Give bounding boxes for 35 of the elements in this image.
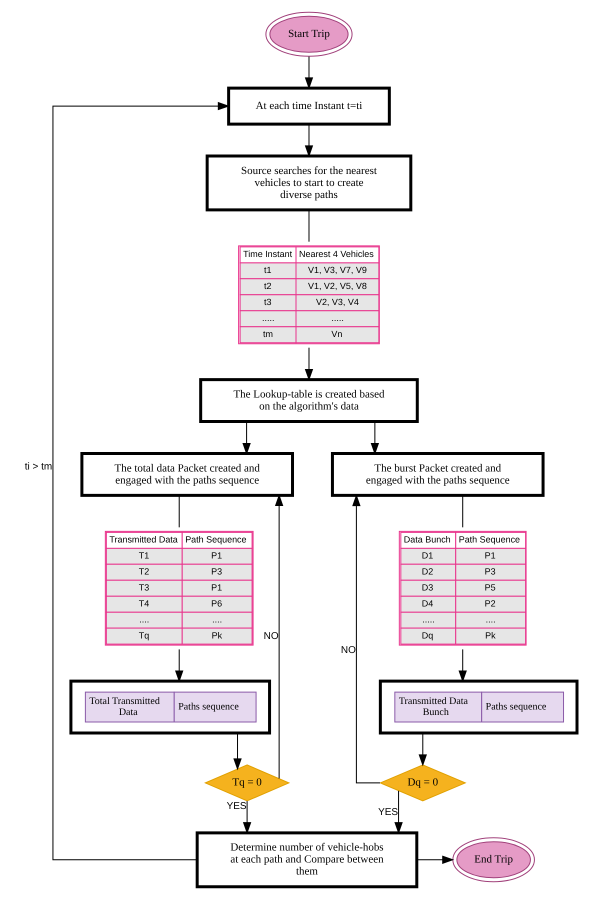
edge-label: YES bbox=[378, 806, 398, 818]
node-box: Source searches for the nearest vehicles to start to create diverse paths bbox=[205, 154, 412, 212]
arrow bbox=[274, 494, 283, 780]
arrow bbox=[370, 421, 379, 455]
arrow bbox=[304, 56, 313, 90]
arrow bbox=[232, 732, 242, 770]
connector bbox=[462, 495, 463, 528]
connector bbox=[178, 495, 180, 528]
arrow bbox=[174, 648, 183, 682]
node-diamond: Dq = 0 bbox=[378, 764, 466, 802]
node-ellipse: Start Trip bbox=[264, 12, 352, 57]
arrow bbox=[352, 494, 380, 784]
arrow bbox=[52, 102, 230, 860]
node-box: The burst Packet created and engaged with the paths sequence bbox=[330, 452, 544, 497]
edge-label: NO bbox=[263, 631, 278, 642]
arrow bbox=[242, 800, 251, 834]
node-box: At each time Instant t=ti bbox=[226, 86, 390, 126]
arrow bbox=[242, 421, 250, 455]
node-box: Determine number of vehicle-hobs at each path and Compare between them bbox=[195, 831, 418, 888]
edge-label: YES bbox=[226, 800, 246, 812]
edge-label: NO bbox=[340, 645, 356, 656]
node-diamond: Tq = 0 bbox=[204, 764, 290, 802]
arrow bbox=[304, 124, 313, 158]
arrow bbox=[416, 856, 454, 864]
node-box: The Lookup-table is created based on the algorithm's data bbox=[198, 378, 418, 424]
node-box: The total data Packet created and engaged with the paths sequence bbox=[80, 452, 294, 497]
connector bbox=[308, 210, 309, 242]
arrow bbox=[304, 347, 313, 381]
arrow bbox=[458, 648, 466, 682]
node-box: Transmitted Data Bunch Paths sequence bbox=[378, 680, 578, 734]
node-ellipse: End Trip bbox=[452, 837, 534, 882]
arrow bbox=[418, 732, 426, 766]
arrow bbox=[394, 790, 402, 834]
edge-label: ti > tm bbox=[24, 461, 52, 472]
node-box: Total Transmitted Data Paths sequence bbox=[68, 680, 271, 734]
